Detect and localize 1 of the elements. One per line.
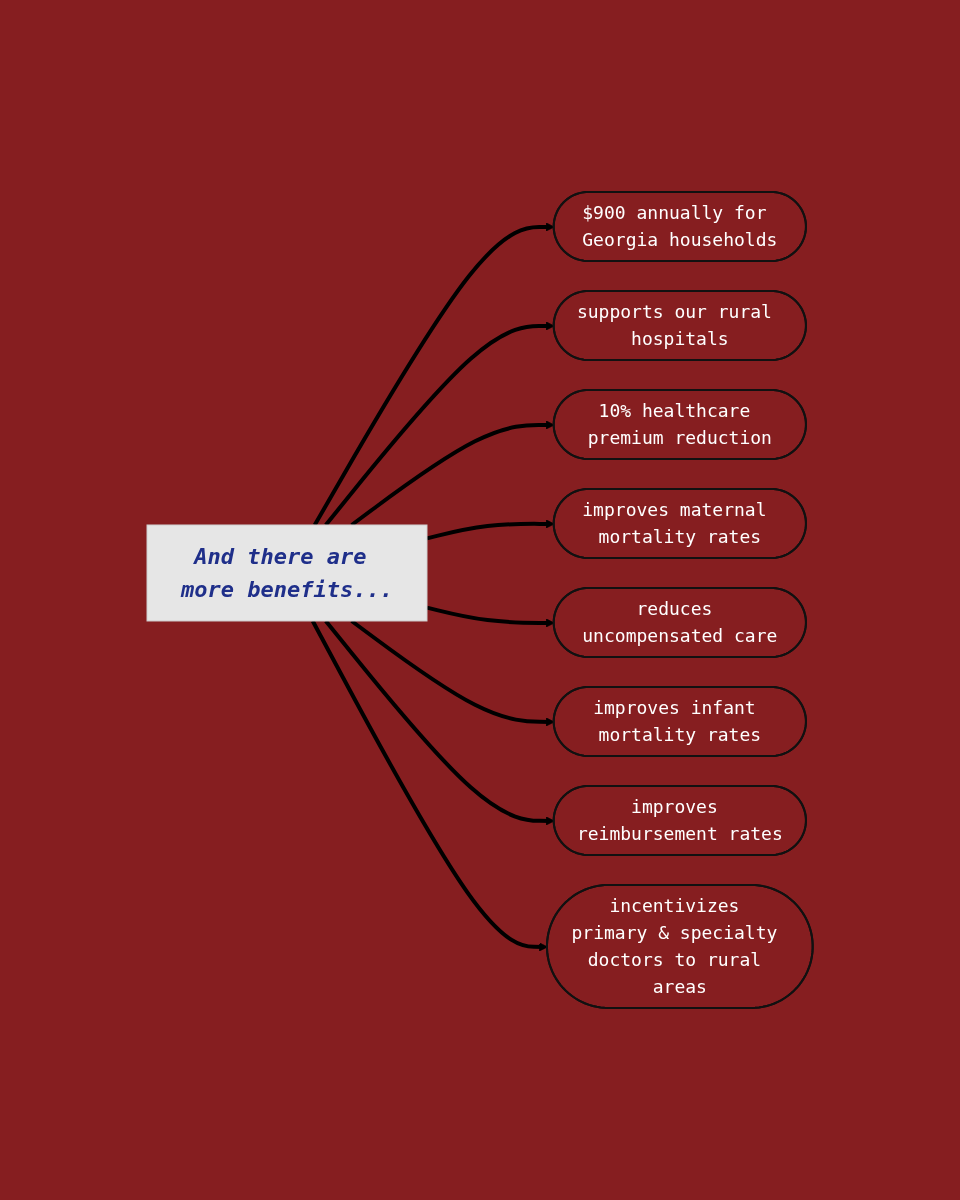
node-box: And there are more benefits... [146, 524, 428, 622]
